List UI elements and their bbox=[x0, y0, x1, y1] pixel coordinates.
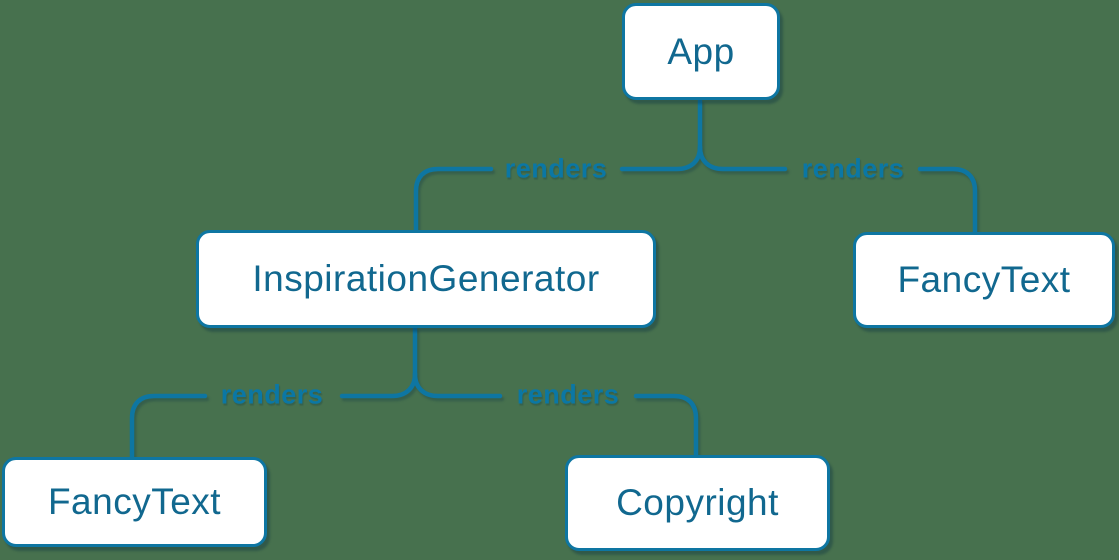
edge-label-renders: renders bbox=[504, 153, 608, 184]
edge-label-renders: renders bbox=[220, 379, 324, 410]
node-app-label: App bbox=[667, 30, 735, 72]
node-copyright: Copyright bbox=[565, 455, 830, 551]
edge-label-renders: renders bbox=[801, 153, 905, 184]
node-fancy-text-left-label: FancyText bbox=[47, 481, 222, 522]
node-copyright-label: Copyright bbox=[616, 482, 779, 523]
node-inspiration-generator-label: InspirationGenerator bbox=[252, 258, 600, 299]
node-fancy-text-right: FancyText bbox=[853, 232, 1115, 328]
edge-inspirationgenerator-to-copyright-line bbox=[412, 371, 699, 459]
node-app: App bbox=[622, 3, 780, 100]
node-fancy-text-right-label: FancyText bbox=[897, 259, 1071, 300]
node-inspiration-generator: InspirationGenerator bbox=[196, 230, 656, 328]
edge-label-renders: renders bbox=[516, 379, 620, 410]
edge-app-to-fancytext-line bbox=[697, 144, 978, 236]
node-fancy-text-left: FancyText bbox=[2, 457, 267, 547]
